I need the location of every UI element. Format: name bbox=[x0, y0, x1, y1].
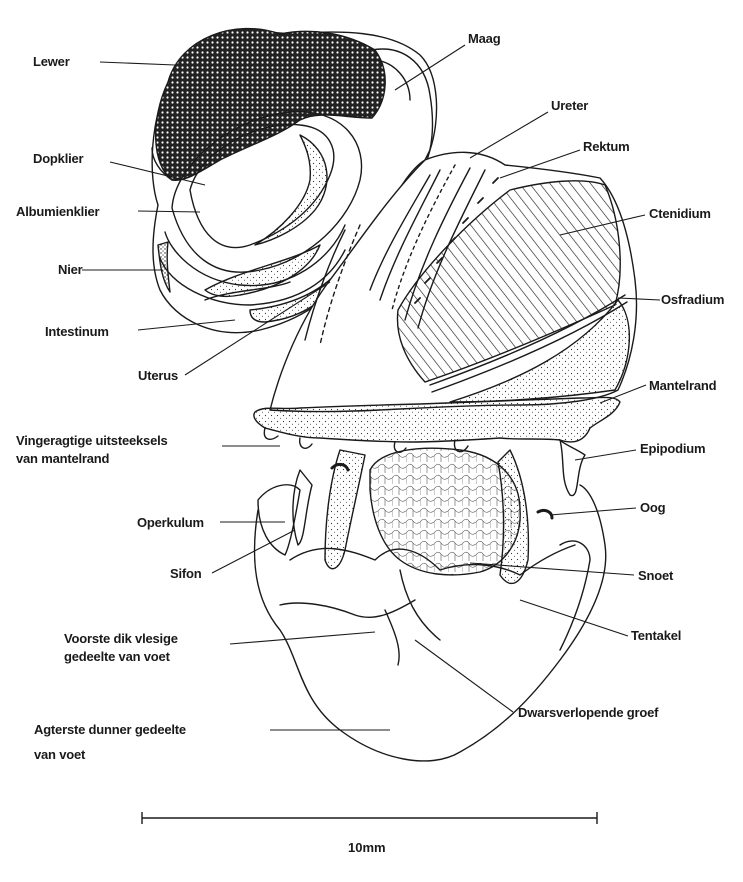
label-nier: Nier bbox=[58, 262, 83, 278]
leader-snoet bbox=[470, 563, 634, 575]
scale-bar bbox=[142, 812, 597, 824]
epipodium bbox=[560, 440, 585, 496]
siphon bbox=[293, 470, 312, 545]
label-intestinum: Intestinum bbox=[45, 324, 109, 340]
label-sifon: Sifon bbox=[170, 566, 202, 582]
label-dopklier: Dopklier bbox=[33, 151, 83, 167]
label-agterste-line2: van voet bbox=[34, 747, 85, 763]
label-oog: Oog bbox=[640, 500, 665, 516]
transverse-groove bbox=[560, 541, 590, 650]
scale-bar-label: 10mm bbox=[348, 840, 386, 855]
leader-oog bbox=[550, 508, 636, 515]
leader-voorste bbox=[230, 632, 375, 644]
label-dwarsverlopende: Dwarsverlopende groef bbox=[518, 705, 658, 721]
leader-dwarsverlopende bbox=[415, 640, 513, 712]
label-vingeragtige-line2: van mantelrand bbox=[16, 451, 109, 467]
leader-lewer bbox=[100, 62, 175, 65]
label-voorste-line1: Voorste dik vlesige bbox=[64, 631, 178, 647]
label-epipodium: Epipodium bbox=[640, 441, 705, 457]
leader-sifon bbox=[212, 530, 295, 573]
label-rektum: Rektum bbox=[583, 139, 629, 155]
label-tentakel: Tentakel bbox=[631, 628, 681, 644]
label-mantelrand: Mantelrand bbox=[649, 378, 716, 394]
label-voorste-line2: gedeelte van voet bbox=[64, 649, 170, 665]
label-operkulum: Operkulum bbox=[137, 515, 204, 531]
label-agterste-line1: Agterste dunner gedeelte bbox=[34, 722, 186, 738]
leader-ureter bbox=[470, 112, 548, 158]
label-ctenidium: Ctenidium bbox=[649, 206, 711, 222]
label-albumienklier: Albumienklier bbox=[16, 204, 99, 220]
label-osfradium: Osfradium bbox=[661, 292, 724, 308]
label-ureter: Ureter bbox=[551, 98, 588, 114]
leader-tentakel bbox=[520, 600, 628, 636]
label-uterus: Uterus bbox=[138, 368, 178, 384]
label-maag: Maag bbox=[468, 31, 500, 47]
snout bbox=[370, 448, 520, 575]
label-lewer: Lewer bbox=[33, 54, 70, 70]
label-vingeragtige-line1: Vingeragtige uitsteeksels bbox=[16, 433, 168, 449]
eye-right bbox=[538, 510, 552, 518]
label-snoet: Snoet bbox=[638, 568, 673, 584]
